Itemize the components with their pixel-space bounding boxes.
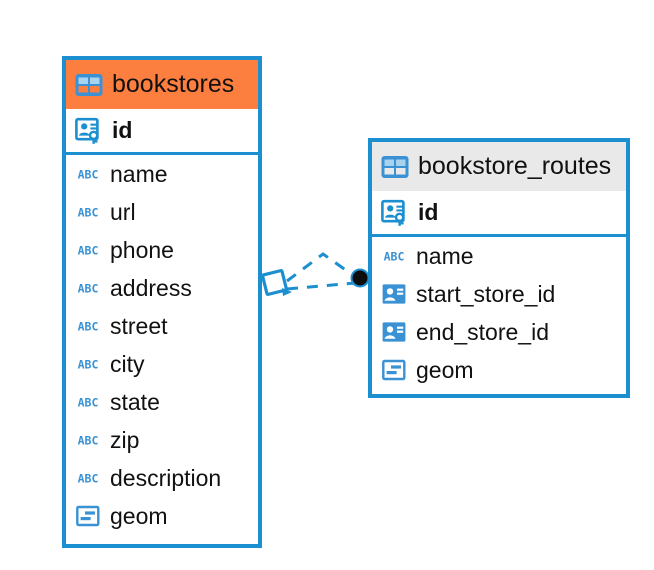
field-name: name bbox=[110, 160, 168, 187]
field-row-end-store-id[interactable]: end_store_id bbox=[372, 313, 626, 351]
field-name: zip bbox=[110, 426, 140, 453]
field-name: id bbox=[112, 117, 133, 143]
svg-text:ABC: ABC bbox=[78, 472, 99, 486]
field-name: name bbox=[416, 242, 474, 269]
text-abc-icon: ABC bbox=[384, 250, 405, 264]
entity-table-bookstore-routes[interactable]: bookstore_routes id ABC bbox=[368, 138, 630, 398]
text-abc-icon: ABC bbox=[78, 244, 99, 258]
field-list: id ABC name start_store_id bbox=[372, 191, 626, 389]
svg-text:ABC: ABC bbox=[78, 434, 99, 448]
text-abc-icon: ABC bbox=[78, 434, 99, 448]
svg-text:ABC: ABC bbox=[78, 206, 99, 220]
field-row-zip[interactable]: ABC zip bbox=[66, 421, 258, 459]
svg-text:ABC: ABC bbox=[78, 358, 99, 372]
text-abc-icon: ABC bbox=[78, 282, 99, 296]
field-row-id[interactable]: id bbox=[66, 109, 258, 155]
field-name: description bbox=[110, 464, 222, 491]
primary-key-icon bbox=[75, 117, 99, 144]
field-row-name[interactable]: ABC name bbox=[66, 155, 258, 193]
entity-header[interactable]: bookstore_routes bbox=[372, 142, 626, 191]
field-row-id[interactable]: id bbox=[372, 191, 626, 237]
text-abc-icon: ABC bbox=[78, 168, 99, 182]
filled-circle-marker bbox=[350, 268, 370, 288]
text-abc-icon: ABC bbox=[78, 396, 99, 410]
geometry-icon bbox=[382, 359, 406, 381]
field-name: url bbox=[110, 198, 136, 225]
svg-text:ABC: ABC bbox=[78, 282, 99, 296]
table-icon bbox=[381, 155, 409, 178]
field-row-description[interactable]: ABC description bbox=[66, 459, 258, 497]
geometry-icon bbox=[76, 505, 100, 527]
field-list: id ABC name ABC url ABC phone bbox=[66, 109, 258, 535]
field-name: state bbox=[110, 388, 160, 415]
field-name: street bbox=[110, 312, 168, 339]
entity-table-bookstores[interactable]: bookstores id ABC bbox=[62, 56, 262, 548]
text-abc-icon: ABC bbox=[78, 358, 99, 372]
field-name: phone bbox=[110, 236, 174, 263]
svg-text:ABC: ABC bbox=[78, 244, 99, 258]
field-row-street[interactable]: ABC street bbox=[66, 307, 258, 345]
field-row-phone[interactable]: ABC phone bbox=[66, 231, 258, 269]
foreign-key-icon bbox=[382, 284, 406, 304]
entity-header[interactable]: bookstores bbox=[66, 60, 258, 109]
text-abc-icon: ABC bbox=[78, 206, 99, 220]
field-row-name[interactable]: ABC name bbox=[372, 237, 626, 275]
field-row-city[interactable]: ABC city bbox=[66, 345, 258, 383]
hollow-diamond-marker bbox=[260, 268, 292, 297]
relationship-line-upper bbox=[286, 252, 358, 283]
field-name: end_store_id bbox=[416, 318, 549, 345]
table-icon bbox=[75, 73, 103, 96]
field-name: id bbox=[418, 199, 439, 225]
svg-text:ABC: ABC bbox=[384, 250, 405, 264]
entity-title: bookstores bbox=[112, 70, 235, 98]
field-name: start_store_id bbox=[416, 280, 556, 307]
primary-key-icon bbox=[381, 199, 405, 226]
field-name: address bbox=[110, 274, 192, 301]
text-abc-icon: ABC bbox=[78, 320, 99, 334]
relationship-line-lower bbox=[286, 281, 356, 291]
field-row-address[interactable]: ABC address bbox=[66, 269, 258, 307]
entity-title: bookstore_routes bbox=[418, 152, 612, 180]
field-name: geom bbox=[416, 356, 474, 383]
field-row-url[interactable]: ABC url bbox=[66, 193, 258, 231]
field-name: city bbox=[110, 350, 145, 377]
svg-text:ABC: ABC bbox=[78, 168, 99, 182]
field-row-start-store-id[interactable]: start_store_id bbox=[372, 275, 626, 313]
field-row-geom[interactable]: geom bbox=[372, 351, 626, 389]
field-name: geom bbox=[110, 502, 168, 529]
svg-text:ABC: ABC bbox=[78, 320, 99, 334]
text-abc-icon: ABC bbox=[78, 472, 99, 486]
foreign-key-icon bbox=[382, 322, 406, 342]
field-row-state[interactable]: ABC state bbox=[66, 383, 258, 421]
svg-text:ABC: ABC bbox=[78, 396, 99, 410]
field-row-geom[interactable]: geom bbox=[66, 497, 258, 535]
